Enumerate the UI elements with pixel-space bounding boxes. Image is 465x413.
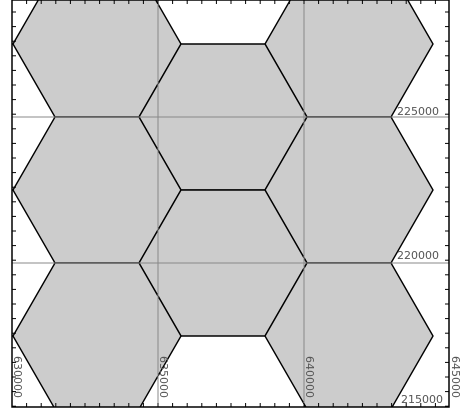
map-border xyxy=(11,0,450,408)
y-coordinate-label: 220000 xyxy=(397,249,439,262)
y-coordinate-label: 225000 xyxy=(397,105,439,118)
x-coordinate-label: 630000 xyxy=(11,356,24,398)
coordinate-labels: 630000 635000 640000 645000 225000 220000 2150… xyxy=(11,105,462,406)
hexagon-layer xyxy=(12,0,434,407)
y-coordinate-label: 215000 xyxy=(401,393,443,406)
graticule xyxy=(12,0,449,407)
x-coordinate-label: 640000 xyxy=(303,356,316,398)
x-coordinate-label: 645000 xyxy=(449,356,462,398)
x-coordinate-label: 635000 xyxy=(157,356,170,398)
